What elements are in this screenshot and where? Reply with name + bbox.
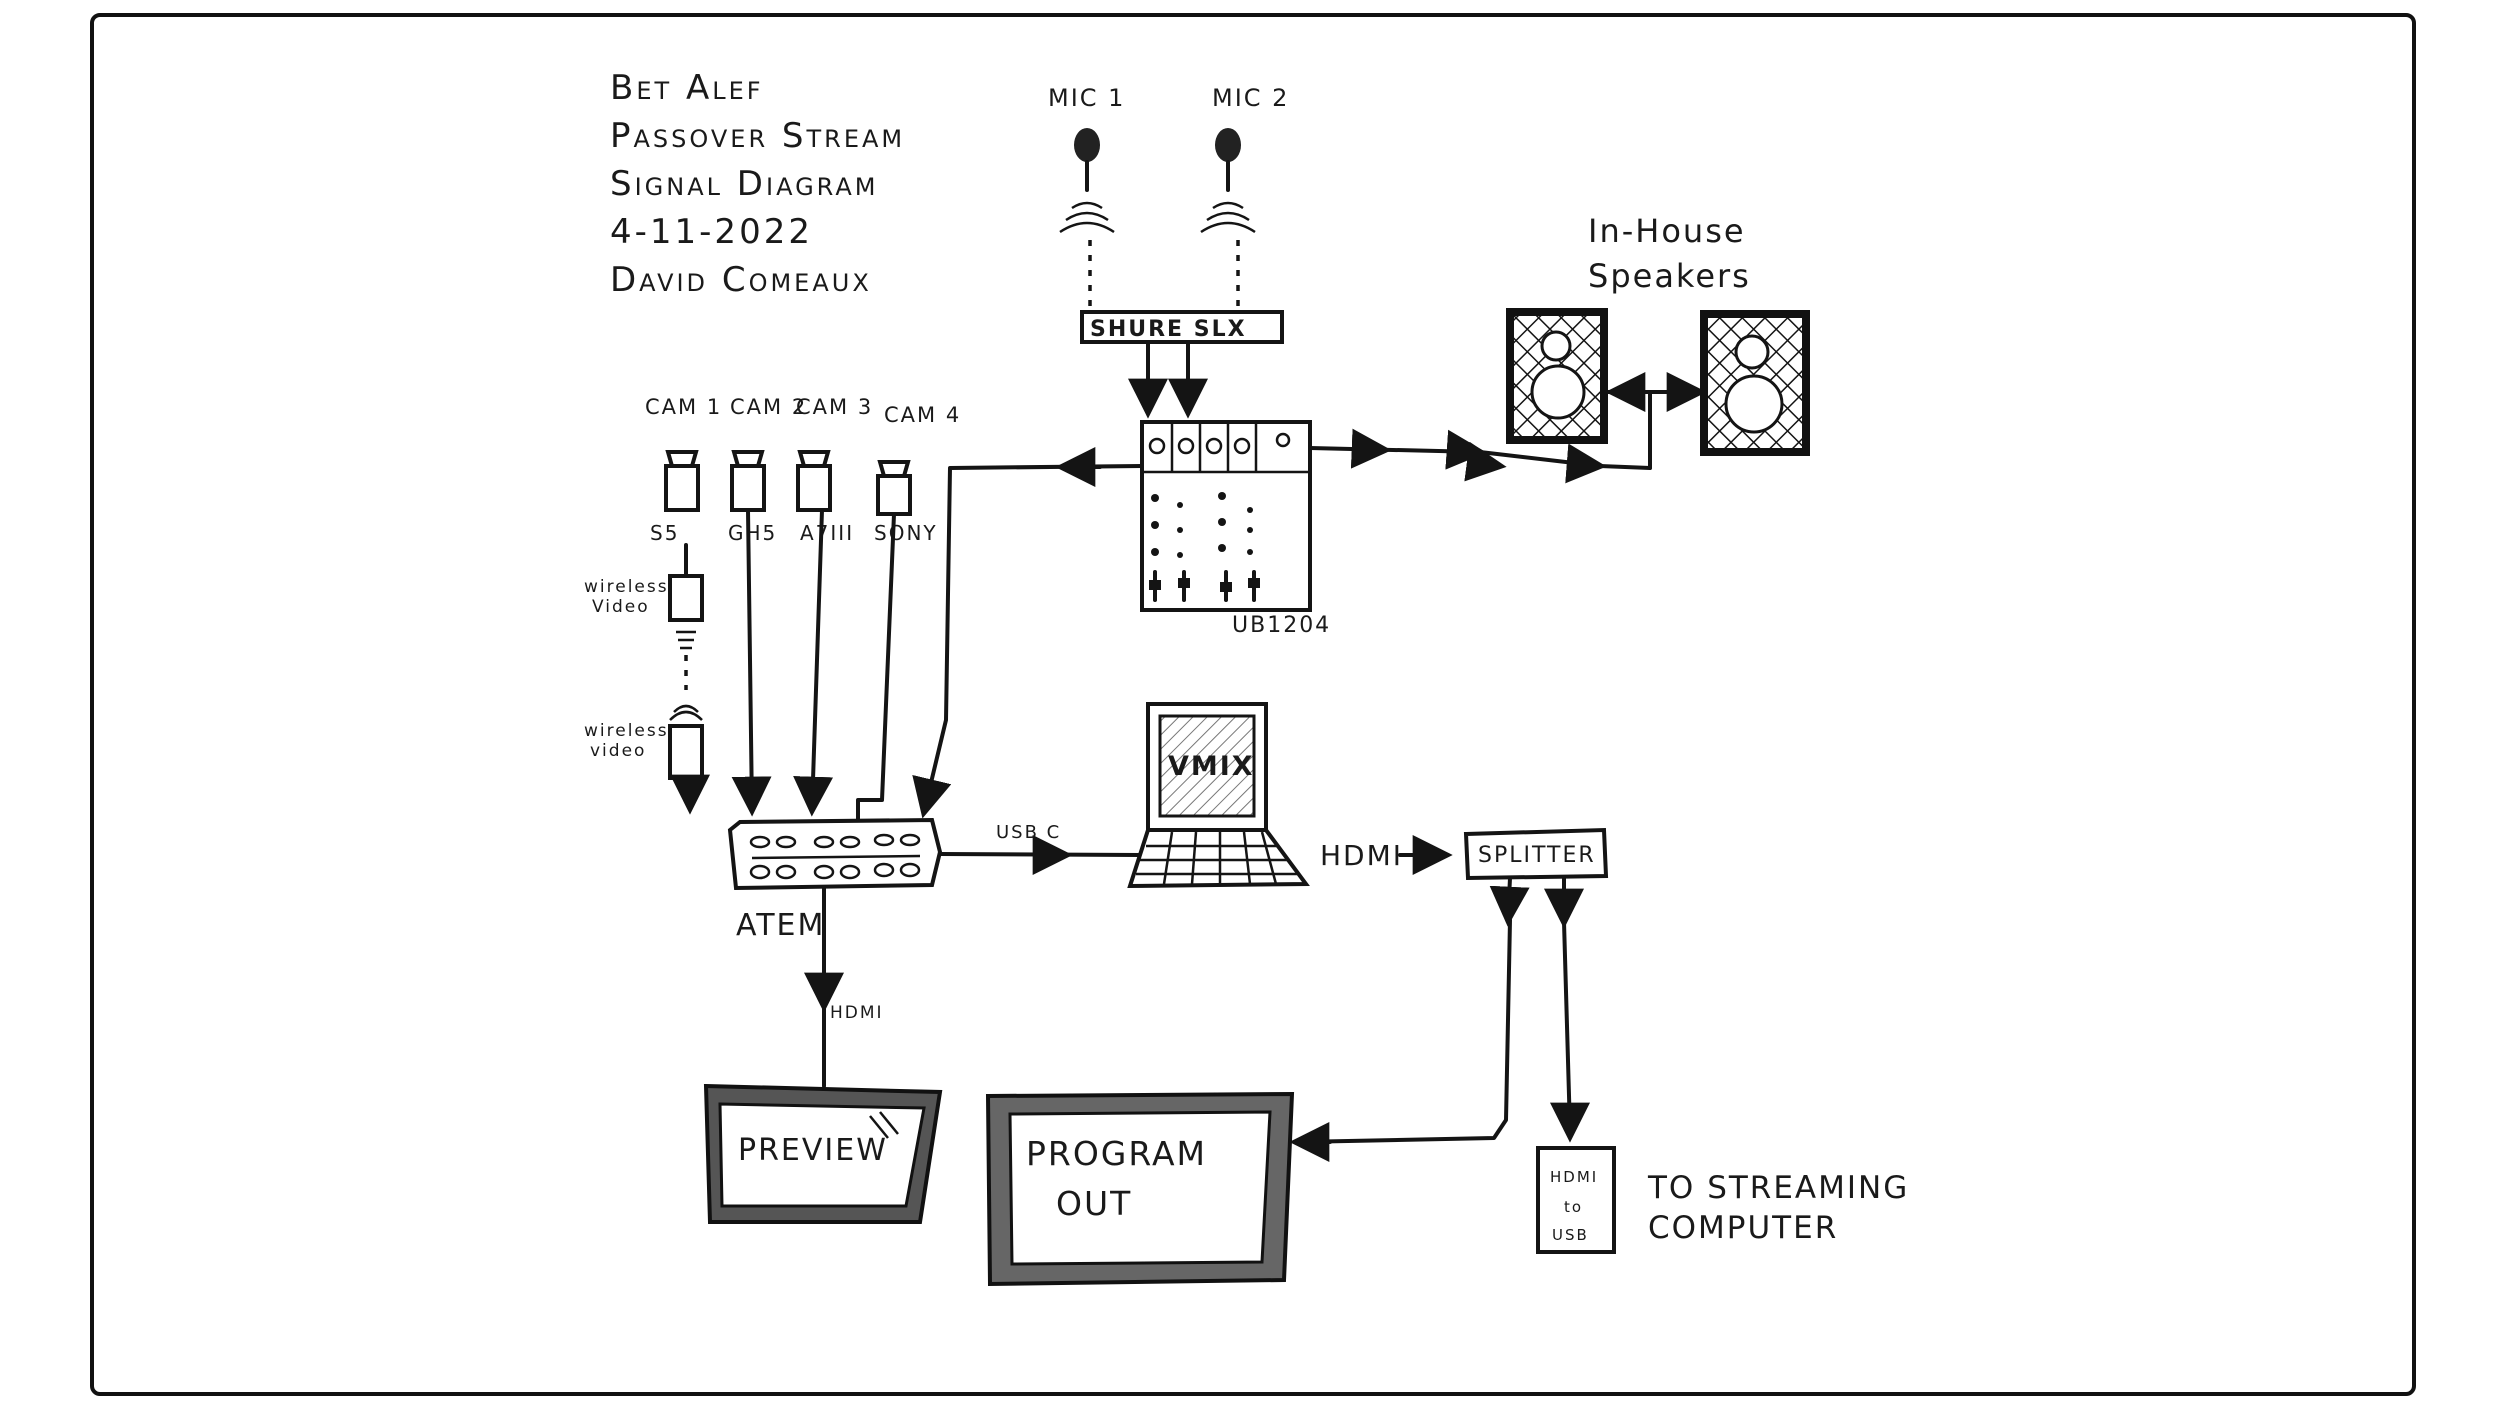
usb-c-label: USB C: [996, 822, 1061, 843]
hdmi-preview-label: HDMI: [830, 1003, 884, 1023]
wireless-video-receiver: wireless video: [584, 704, 710, 815]
mic-2: MIC 2: [1200, 84, 1289, 312]
camera-1-icon: [664, 464, 700, 512]
atem-switcher: ATEM: [727, 817, 943, 943]
cam-3-model: A7III: [800, 521, 854, 545]
hdmi-splitter: SPLITTER: [1463, 827, 1609, 881]
cam-3-label: CAM 3: [796, 395, 873, 419]
cam-4-model: SONY: [874, 521, 938, 545]
cam-1-label: CAM 1: [645, 395, 722, 419]
wireless-tx-label-2: Video: [592, 597, 650, 617]
title-line-1: Bet Alef: [610, 68, 764, 108]
cam-4-label: CAM 4: [884, 403, 961, 427]
program-label-1: PROGRAM: [1026, 1134, 1207, 1173]
mic-2-wireless-icon: [1200, 201, 1256, 234]
title-line-4: 4-11-2022: [610, 212, 813, 252]
mic-2-label: MIC 2: [1212, 84, 1289, 112]
mic-2-icon: [1215, 128, 1241, 162]
camera-1: CAM 1 S5: [645, 395, 722, 545]
laptop-keyboard: [1127, 828, 1310, 889]
mixer-ub1204: UB1204: [1140, 420, 1331, 638]
cam-2-label: CAM 2: [730, 395, 807, 419]
camera-3: CAM 3 A7III: [796, 395, 873, 545]
wireless-video-transmitter: wireless Video: [584, 543, 704, 690]
wireless-rx-label-2: video: [590, 741, 646, 761]
speakers-label-2: Speakers: [1588, 257, 1751, 295]
receiver-label: SHURE SLX: [1090, 317, 1247, 342]
shure-slx-receiver: SHURE SLX: [1080, 310, 1284, 344]
speakers-label-1: In-House: [1588, 212, 1746, 250]
mic-1-label: MIC 1: [1048, 84, 1125, 112]
mic-1: MIC 1: [1048, 84, 1125, 312]
streaming-label-2: COMPUTER: [1648, 1210, 1838, 1246]
hdmi-vmix-label: HDMI: [1320, 839, 1403, 872]
capture-label-1: HDMI: [1550, 1168, 1598, 1186]
program-label-2: OUT: [1056, 1184, 1132, 1223]
camera-2: CAM 2 GH5: [728, 395, 807, 545]
title-line-2: Passover Stream: [610, 116, 906, 156]
speaker-right-icon: [1700, 310, 1810, 456]
diagram-title: Bet Alef Passover Stream Signal Diagram …: [610, 64, 905, 304]
camera-3-icon: [796, 464, 832, 512]
mic-1-icon: [1074, 128, 1100, 162]
camera-4-icon: [876, 474, 912, 516]
camera-2-icon: [730, 464, 766, 512]
mic-1-wireless-icon: [1059, 201, 1115, 234]
capture-label-2: to: [1564, 1198, 1583, 1216]
diagram-frame: [90, 13, 2416, 1396]
mixer-label: UB1204: [1232, 613, 1331, 638]
title-line-5: David Comeaux: [610, 260, 872, 300]
program-out-monitor: PROGRAM OUT: [985, 1091, 1295, 1287]
speaker-left-icon: [1506, 308, 1608, 444]
preview-monitor: PREVIEW: [703, 1083, 943, 1224]
cam-2-model: GH5: [728, 521, 777, 545]
vmix-label: VMIX: [1168, 751, 1255, 782]
preview-label: PREVIEW: [738, 1133, 888, 1168]
in-house-speakers: In-House Speakers: [1506, 212, 1810, 456]
splitter-label: SPLITTER: [1478, 843, 1596, 868]
atem-label: ATEM: [736, 908, 825, 943]
capture-label-3: USB: [1552, 1226, 1589, 1244]
wireless-tx-label-1: wireless: [584, 577, 669, 597]
hdmi-to-usb-capture: HDMI to USB: [1536, 1146, 1616, 1254]
streaming-label-1: TO STREAMING: [1647, 1170, 1909, 1206]
cam-1-model: S5: [650, 521, 679, 545]
vmix-laptop: VMIX: [1127, 702, 1310, 889]
wireless-rx-label-1: wireless: [584, 721, 669, 741]
camera-4: CAM 4 SONY: [874, 403, 961, 545]
title-line-3: Signal Diagram: [610, 164, 879, 204]
